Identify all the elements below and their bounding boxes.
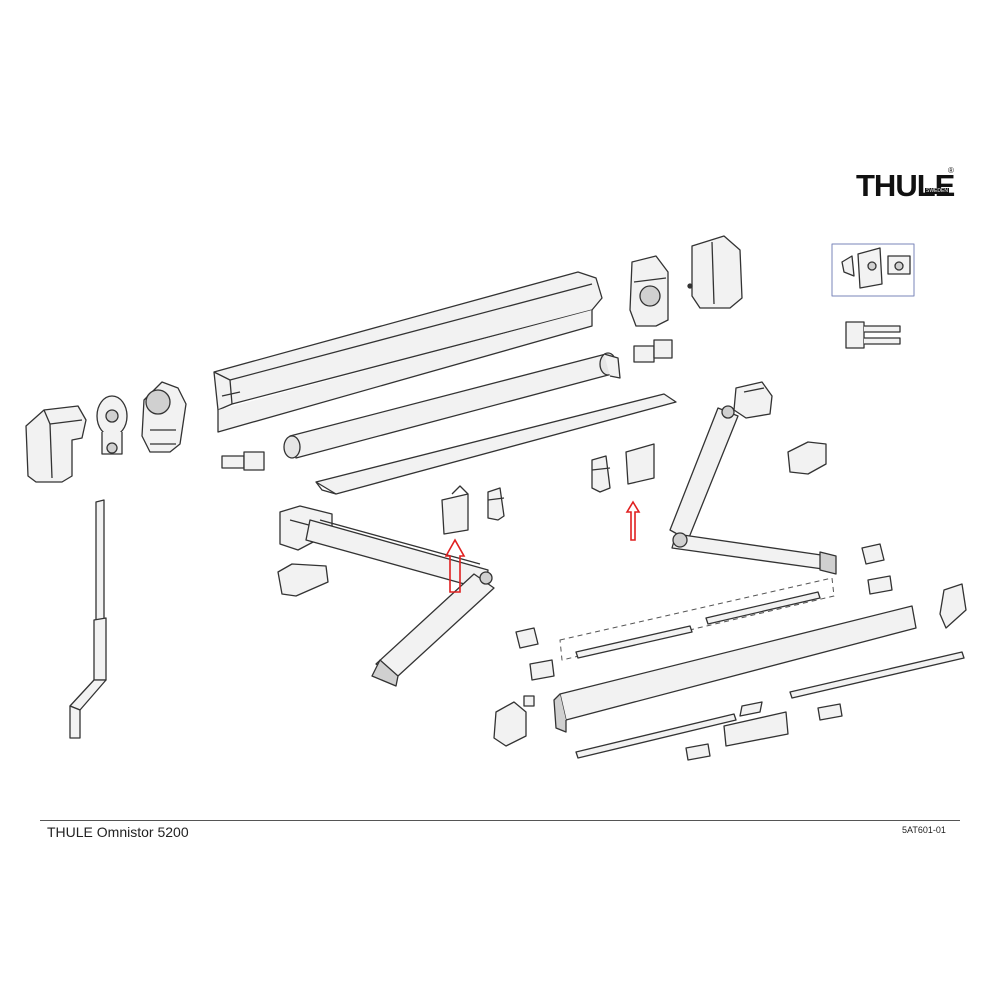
front-bar-end-cap bbox=[493, 701, 527, 747]
highlight-arrows bbox=[444, 500, 641, 593]
roller-tube bbox=[283, 352, 621, 459]
right-arm-lower bbox=[671, 532, 837, 575]
left-fabric-bracket bbox=[441, 485, 469, 535]
highlight-arrow-left bbox=[444, 538, 466, 593]
right-arm-cover bbox=[787, 441, 827, 475]
right-fabric-bracket bbox=[625, 443, 655, 485]
left-connector bbox=[221, 451, 265, 471]
small-hardware bbox=[515, 543, 967, 681]
crank-handle bbox=[69, 499, 107, 739]
right-arm-upper bbox=[669, 405, 739, 541]
brand-logo-subtext: SWEDEN bbox=[925, 188, 949, 194]
bottom-hardware bbox=[685, 701, 843, 761]
left-arm-cover bbox=[277, 563, 329, 597]
right-end-cap bbox=[687, 235, 743, 309]
right-gearbox bbox=[629, 255, 669, 327]
left-arm-lower bbox=[371, 571, 495, 687]
left-clip bbox=[487, 487, 505, 521]
right-arm-bracket bbox=[733, 381, 773, 419]
front-strip bbox=[315, 393, 677, 495]
lower-rods bbox=[523, 651, 965, 759]
front-bar bbox=[553, 605, 917, 733]
footer-code: 5AT601-01 bbox=[902, 825, 946, 835]
left-end-cap bbox=[25, 405, 87, 483]
gear-disk bbox=[96, 395, 128, 455]
inset-bracket-parts bbox=[831, 243, 915, 297]
small-pins bbox=[845, 321, 901, 349]
cassette-top-profile bbox=[213, 271, 603, 433]
right-connector bbox=[633, 339, 673, 363]
registered-mark: ® bbox=[948, 166, 954, 175]
footer-divider bbox=[40, 820, 960, 821]
highlight-arrow-right bbox=[625, 500, 641, 541]
right-clip bbox=[591, 455, 611, 493]
footer-title: THULE Omnistor 5200 bbox=[47, 824, 189, 840]
left-gearbox bbox=[141, 381, 187, 453]
brand-logo: THULE bbox=[856, 168, 955, 203]
tension-rods bbox=[559, 577, 835, 661]
